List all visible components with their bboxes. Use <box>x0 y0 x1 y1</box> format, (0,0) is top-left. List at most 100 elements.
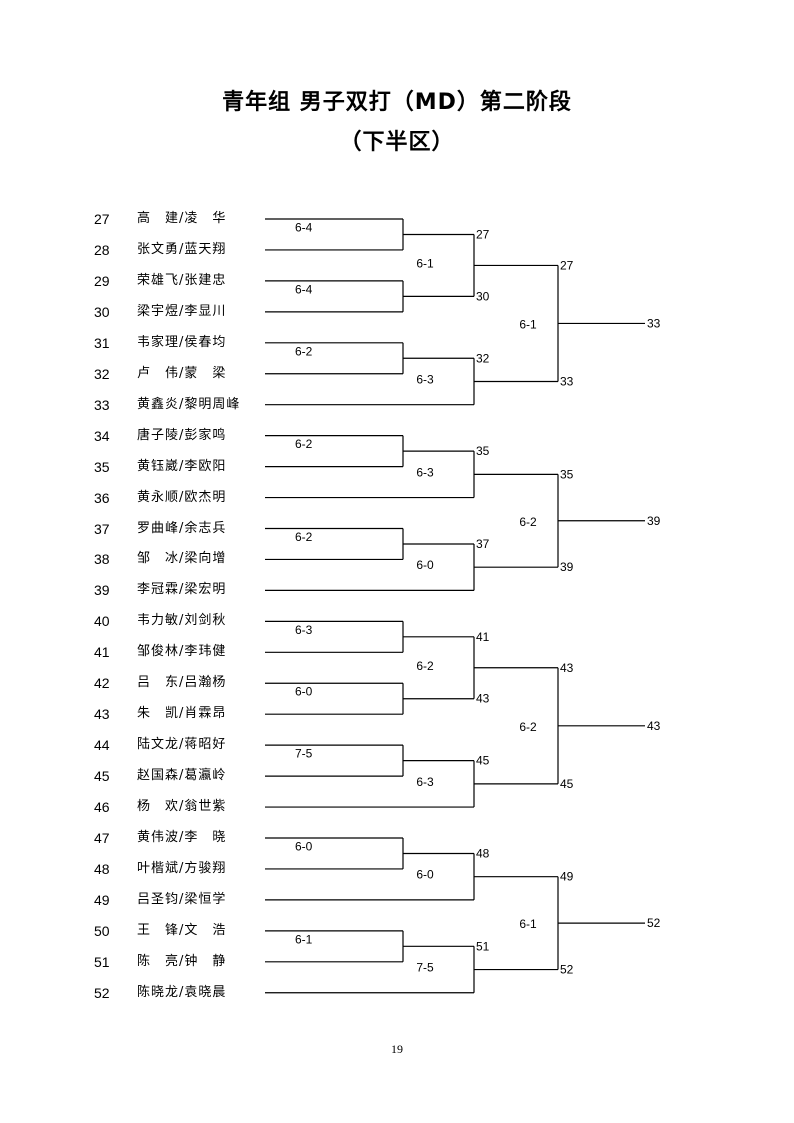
player-name: 唐子陵/彭家鸣 <box>137 427 227 443</box>
player-seed: 47 <box>94 830 110 846</box>
r1-score: 7-5 <box>295 747 313 761</box>
r3-label: 43 <box>560 661 574 675</box>
r2-winner-label: 27 <box>476 227 490 241</box>
r2-score: 6-3 <box>416 465 434 479</box>
r3-label: 27 <box>560 258 574 272</box>
player-seed: 50 <box>94 922 110 939</box>
r2-score: 6-3 <box>416 372 434 386</box>
player-name: 陆文龙/蒋昭好 <box>137 737 227 753</box>
r1-score: 6-2 <box>295 344 313 358</box>
player-name: 黄永顺/欧杰明 <box>137 489 227 505</box>
r2-score: 6-2 <box>416 659 434 673</box>
player-seed: 27 <box>94 211 110 227</box>
r3-score: 6-2 <box>519 515 537 529</box>
r3-score: 6-1 <box>519 317 537 331</box>
group-winner-label: 52 <box>647 916 661 930</box>
player-seed: 30 <box>94 303 110 320</box>
player-seed: 43 <box>94 706 110 723</box>
player-name: 叶楷斌/方骏翔 <box>137 860 227 876</box>
player-name: 李冠霖/梁宏明 <box>137 582 227 598</box>
group-winner-label: 39 <box>647 514 661 528</box>
player-name: 吕圣钧/梁恒学 <box>137 891 227 907</box>
r3-label: 52 <box>560 963 574 977</box>
player-name: 韦家理/侯春均 <box>137 334 227 350</box>
player-seed: 29 <box>94 272 110 289</box>
player-name: 陈 亮/钟 静 <box>137 953 227 969</box>
r1-score: 6-0 <box>295 685 313 699</box>
player-seed: 36 <box>94 489 110 506</box>
player-seed: 52 <box>94 984 110 1001</box>
player-name: 韦力敏/刘剑秋 <box>137 613 227 629</box>
r3-score: 6-1 <box>519 917 537 931</box>
r2-score: 7-5 <box>416 961 434 975</box>
page-title: 青年组 男子双打（MD）第二阶段 <box>222 90 572 115</box>
player-name: 黄伟波/李 晓 <box>137 830 227 845</box>
player-seed: 32 <box>94 365 110 382</box>
r1-score: 6-2 <box>295 437 313 451</box>
player-seed: 44 <box>94 737 110 754</box>
player-seed: 40 <box>94 613 110 630</box>
player-name: 高 建/凌 华 <box>137 211 227 226</box>
group-winner-label: 43 <box>647 719 661 733</box>
player-name: 罗曲峰/余志兵 <box>137 520 227 536</box>
group-winner-label: 33 <box>647 316 661 330</box>
player-name: 陈晓龙/袁晓晨 <box>137 984 227 1000</box>
player-name: 赵国森/葛瀛岭 <box>137 768 227 784</box>
player-seed: 41 <box>94 644 110 661</box>
player-name: 卢 伟/蒙 梁 <box>137 365 227 381</box>
player-name: 梁宇煜/李显川 <box>137 303 227 319</box>
player-list: 27 高 建/凌 华 28 张文勇/蓝天翔 29 荣雄飞/张建忠 30 梁宇煜/李显川 31 韦家… <box>0 0 280 1001</box>
player-name: 黄鑫炎/黎明周峰 <box>137 396 241 412</box>
player-name: 王 锋/文 浩 <box>137 922 227 938</box>
r3-label: 49 <box>560 870 574 884</box>
player-name: 张文勇/蓝天翔 <box>137 241 227 257</box>
player-seed: 51 <box>94 953 110 970</box>
page-subtitle: （下半区） <box>339 130 455 155</box>
r3-score: 6-2 <box>519 720 537 734</box>
r2-score: 6-0 <box>416 868 434 882</box>
player-name: 杨 欢/翁世紫 <box>137 799 227 815</box>
player-seed: 46 <box>94 799 110 816</box>
player-seed: 33 <box>94 396 110 413</box>
player-seed: 31 <box>94 334 110 351</box>
r3-label: 39 <box>560 560 574 574</box>
r1-score: 6-3 <box>295 623 313 637</box>
player-seed: 48 <box>94 860 110 877</box>
r1-score: 6-4 <box>295 220 313 234</box>
player-name: 邹俊林/李玮健 <box>137 644 227 660</box>
player-name: 朱 凯/肖霖昂 <box>137 706 227 722</box>
r2-winner-label: 51 <box>476 939 490 953</box>
r1-score: 6-0 <box>295 839 313 853</box>
player-seed: 45 <box>94 768 110 785</box>
r2-score: 6-1 <box>416 256 434 270</box>
r2-winner-label: 35 <box>476 444 490 458</box>
player-seed: 42 <box>94 675 110 692</box>
player-name: 邹 冰/梁向增 <box>137 551 227 567</box>
r1-score: 6-2 <box>295 530 313 544</box>
r2-winner-label: 43 <box>476 692 490 706</box>
r2-score: 6-3 <box>416 775 434 789</box>
r2-winner-label: 32 <box>476 351 490 365</box>
player-seed: 35 <box>94 458 110 475</box>
player-seed: 34 <box>94 427 110 444</box>
player-name: 吕 东/吕瀚杨 <box>137 675 227 691</box>
r2-winner-label: 48 <box>476 846 490 860</box>
r2-score: 6-0 <box>416 558 434 572</box>
page-number: 19 <box>391 1042 403 1056</box>
r2-winner-label: 41 <box>476 630 490 644</box>
player-seed: 49 <box>94 891 110 908</box>
player-seed: 37 <box>94 520 110 537</box>
r3-label: 45 <box>560 777 574 791</box>
r1-score: 6-1 <box>295 932 313 946</box>
r1-score: 6-4 <box>295 282 313 296</box>
r3-label: 33 <box>560 374 574 388</box>
player-seed: 38 <box>94 551 110 568</box>
player-name: 荣雄飞/张建忠 <box>137 272 227 288</box>
r3-label: 35 <box>560 467 574 481</box>
player-seed: 28 <box>94 241 110 258</box>
r2-winner-label: 37 <box>476 537 490 551</box>
r2-winner-label: 30 <box>476 289 490 303</box>
r2-winner-label: 45 <box>476 754 490 768</box>
player-name: 黄钰崴/李欧阳 <box>137 458 227 474</box>
